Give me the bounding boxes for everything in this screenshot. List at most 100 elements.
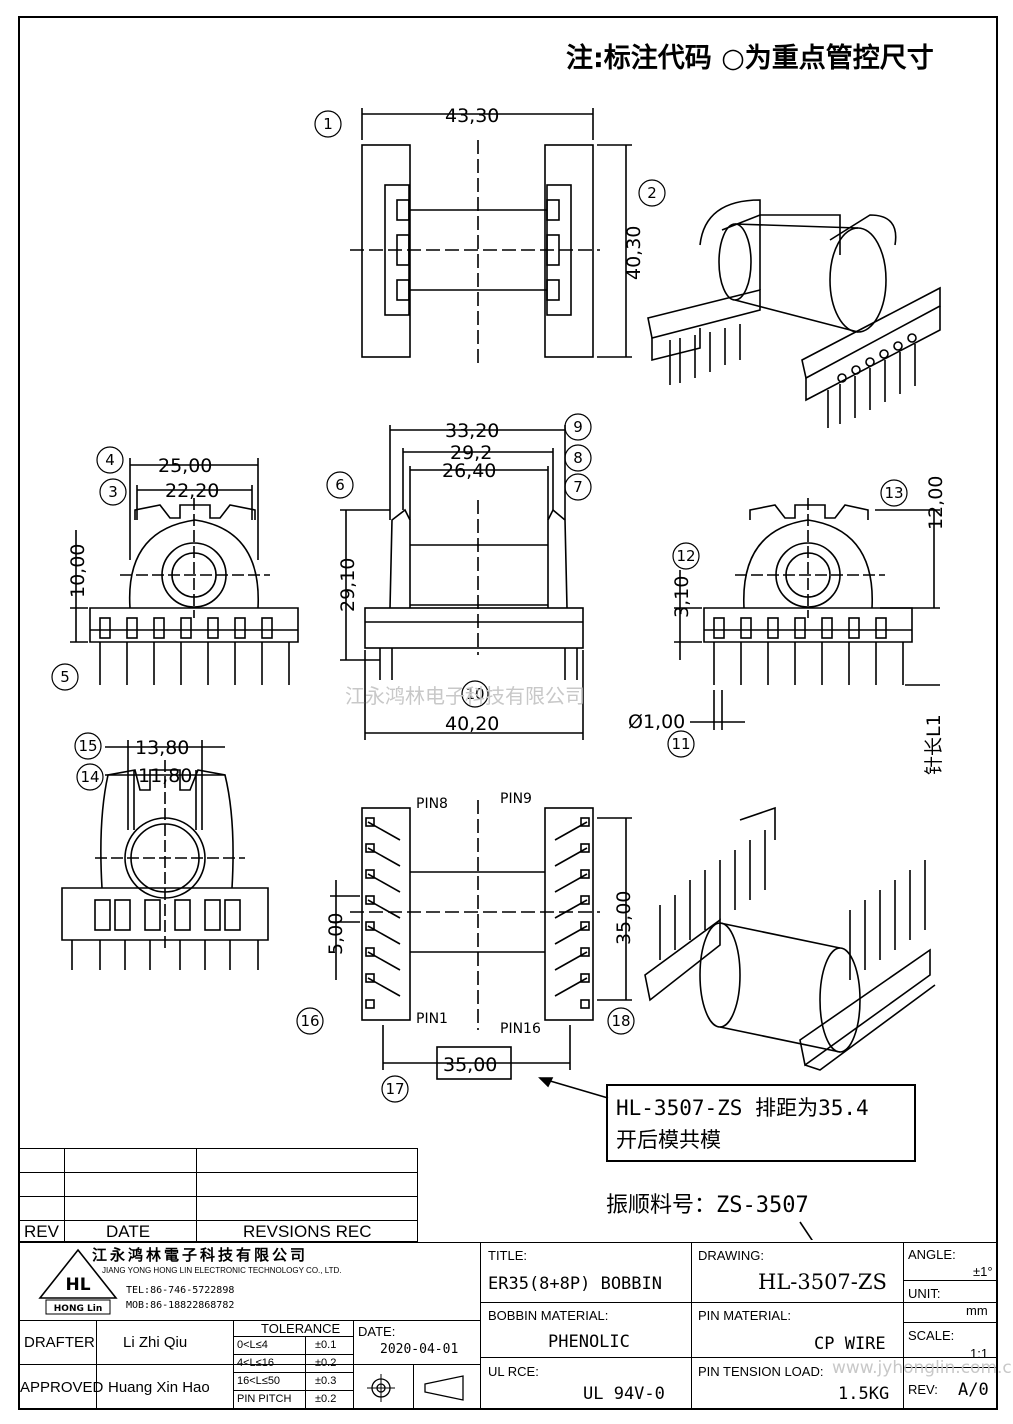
dim-40-30: 40,30 xyxy=(623,226,645,280)
revisions-header: REVSIONS REC xyxy=(243,1222,372,1241)
material-number: 振顺料号：ZS-3507 xyxy=(606,1193,809,1218)
dim-43-30: 43,30 xyxy=(445,105,499,127)
angle-value: ±1° xyxy=(973,1264,993,1279)
watermark-text: 江永鸿林电子科技有限公司 xyxy=(345,684,585,708)
approved-label: APPROVED xyxy=(20,1379,104,1396)
marker-15: 15 xyxy=(74,732,102,760)
dim-5-00: 5,00 xyxy=(325,913,347,955)
date-header: DATE xyxy=(106,1222,151,1241)
marker-3: 3 xyxy=(99,478,127,506)
rev-label: REV: xyxy=(908,1382,938,1397)
date-label: DATE: xyxy=(358,1324,396,1339)
marker-8: 8 xyxy=(564,444,592,472)
rev-header: REV xyxy=(24,1222,59,1241)
svg-text:HONG Lin: HONG Lin xyxy=(54,1304,102,1314)
svg-text:3: 3 xyxy=(108,483,118,501)
drafter-name: Li Zhi Qiu xyxy=(123,1334,188,1351)
dim-22-20: 22,20 xyxy=(165,480,219,502)
svg-text:12: 12 xyxy=(676,547,695,565)
drawing-label: DRAWING: xyxy=(698,1248,764,1263)
tolerance-label: TOLERANCE xyxy=(261,1321,341,1336)
dim-12-00: 12,00 xyxy=(925,476,947,530)
side-view-center xyxy=(340,425,584,740)
dim-29-2: 29,2 xyxy=(450,442,492,464)
company-logo: HL HONG Lin xyxy=(38,1248,118,1315)
company-mob: MOB:86-18822868782 xyxy=(126,1300,235,1311)
bobbin-material-value: PHENOLIC xyxy=(548,1332,630,1352)
dim-25-00: 25,00 xyxy=(158,455,212,477)
ul-value: UL 94V-0 xyxy=(583,1384,665,1404)
pin1-label: PIN1 xyxy=(416,1011,448,1027)
svg-text:16: 16 xyxy=(300,1012,319,1030)
approved-name: Huang Xin Hao xyxy=(108,1379,210,1396)
marker-18: 18 xyxy=(607,1007,635,1035)
iso-view-top xyxy=(647,199,941,428)
end-view xyxy=(61,740,269,970)
tol-value-4: ±0.2 xyxy=(315,1393,337,1405)
unit-value: mm xyxy=(966,1303,988,1318)
scale-label: SCALE: xyxy=(908,1328,955,1343)
marker-5: 5 xyxy=(51,663,79,691)
watermark-url: www.jyhonglin.com.cn xyxy=(832,1358,1013,1378)
svg-text:10: 10 xyxy=(465,685,484,703)
svg-text:HL: HL xyxy=(65,1275,90,1295)
tolerance-table: TOLERANCE 0<L≤4 ±0.1 4<L≤16 ±0.2 16<L≤50… xyxy=(233,1320,353,1410)
company-name-cn: 江永鸿林電子科技有限公司 xyxy=(92,1247,309,1264)
date-value: 2020-04-01 xyxy=(380,1342,459,1357)
callout-line2: 开后模共模 xyxy=(616,1128,721,1152)
revision-table: REV DATE REVSIONS REC xyxy=(18,1148,418,1242)
tol-range-2: 4<L≤16 xyxy=(237,1357,274,1369)
marker-7: 7 xyxy=(564,473,592,501)
marker-2: 2 xyxy=(638,179,666,207)
pin16-label: PIN16 xyxy=(500,1021,541,1037)
svg-text:15: 15 xyxy=(78,737,97,755)
unit-label: UNIT: xyxy=(908,1286,941,1301)
drawing-number: HL-3507-ZS xyxy=(758,1270,887,1294)
svg-text:14: 14 xyxy=(80,768,99,786)
title-value: ER35(8+8P) BOBBIN xyxy=(488,1274,662,1294)
svg-text:4: 4 xyxy=(105,451,115,469)
svg-text:9: 9 xyxy=(573,418,583,436)
dim-3-10: 3,10 xyxy=(671,576,693,618)
note-title: 注:标注代码 ○为重点管控尺寸 xyxy=(566,43,934,74)
svg-text:11: 11 xyxy=(671,735,690,753)
svg-text:6: 6 xyxy=(335,476,345,494)
top-view xyxy=(350,108,632,365)
svg-text:7: 7 xyxy=(573,478,583,496)
pin-material-label: PIN MATERIAL: xyxy=(698,1308,791,1323)
ul-label: UL RCE: xyxy=(488,1364,539,1379)
rev-value: A/0 xyxy=(958,1380,989,1400)
dim-35-00-horizontal: 35,00 xyxy=(443,1054,497,1076)
pin8-label: PIN8 xyxy=(416,796,448,812)
tol-value-3: ±0.3 xyxy=(315,1375,337,1387)
marker-14: 14 xyxy=(76,763,104,791)
dim-35-00-vertical: 35,00 xyxy=(613,891,635,945)
title-label: TITLE: xyxy=(488,1248,528,1263)
pin-tension-value: 1.5KG xyxy=(838,1384,890,1404)
title-block: HL HONG Lin 江永鸿林電子科技有限公司 JIANG YONG HONG… xyxy=(18,1242,998,1410)
tol-range-4: PIN PITCH xyxy=(237,1393,292,1405)
pin-tension-label: PIN TENSION LOAD: xyxy=(698,1364,824,1379)
tol-value-2: ±0.2 xyxy=(315,1357,337,1369)
marker-4: 4 xyxy=(96,446,124,474)
marker-9: 9 xyxy=(564,413,592,441)
marker-6: 6 xyxy=(326,471,354,499)
tol-range-1: 0<L≤4 xyxy=(237,1339,268,1351)
dim-40-20: 40,20 xyxy=(445,713,499,735)
iso-view-bottom xyxy=(644,806,936,1071)
dim-10-00: 10,00 xyxy=(67,544,89,598)
dim-33-20: 33,20 xyxy=(445,420,499,442)
dim-11-80: 11,80 xyxy=(138,765,192,787)
callout-box: HL-3507-ZS 排距为35.4 开后模共模 xyxy=(606,1084,916,1162)
angle-label: ANGLE: xyxy=(908,1247,956,1262)
pin-material-value: CP WIRE xyxy=(814,1334,886,1354)
scale-value: 1:1 xyxy=(970,1346,989,1361)
dim-13-80: 13,80 xyxy=(135,737,189,759)
dim-29-10: 29,10 xyxy=(337,558,359,612)
bottom-view xyxy=(330,800,632,1080)
company-tel: TEL:86-746-5722898 xyxy=(126,1285,235,1296)
svg-text:18: 18 xyxy=(611,1012,630,1030)
front-view-right xyxy=(674,498,940,730)
marker-1: 1 xyxy=(314,110,342,138)
pin9-label: PIN9 xyxy=(500,791,532,807)
